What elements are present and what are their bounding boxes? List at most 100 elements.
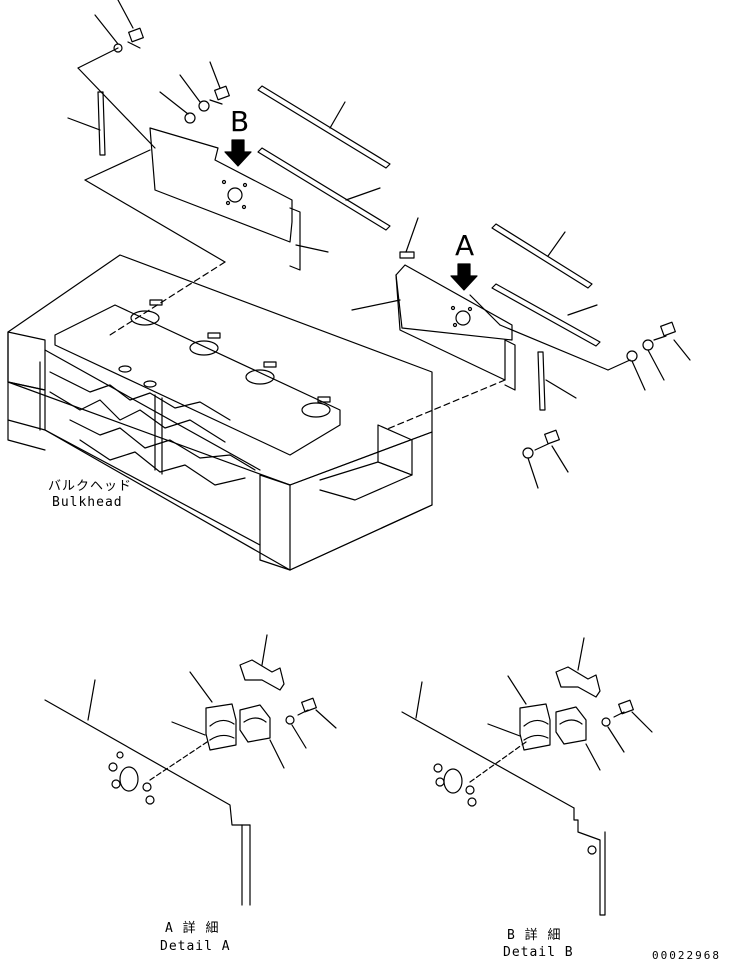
leader-line — [179, 74, 201, 103]
cover-plate-a-port — [455, 310, 471, 326]
washer — [626, 350, 638, 362]
bulkhead-top-plate — [54, 304, 341, 456]
detail-a-port — [119, 766, 139, 792]
bolt-head — [128, 27, 144, 43]
cover-plate-b-flange — [289, 207, 301, 271]
plate-hole — [130, 310, 160, 326]
cover-plate-a-flange — [504, 339, 516, 391]
plate-tab — [207, 332, 221, 339]
bolt-shank — [127, 41, 141, 49]
leader-line — [269, 739, 285, 769]
leader-line — [291, 724, 307, 749]
detail-b-port — [443, 768, 463, 794]
assembly-guide-line — [149, 739, 211, 781]
detail-a-clamp-block — [205, 703, 237, 751]
leader-line — [567, 304, 598, 316]
detail-b-caption-ja: B 詳 細 — [507, 928, 562, 943]
leader-line — [551, 445, 569, 473]
callout-a-label: A — [455, 229, 475, 262]
leader-line — [117, 0, 134, 29]
detail-b-plate-edge — [573, 807, 606, 916]
bolt-shank — [297, 709, 309, 716]
leader-line — [315, 709, 337, 729]
detail-b-clamp-groove — [523, 734, 549, 741]
bulkhead-opening-bottom — [44, 429, 261, 546]
assembly-guide-line — [384, 379, 506, 431]
washer — [601, 717, 611, 727]
spacer-bar — [97, 91, 106, 156]
cover-plate-b-bolt-hole — [225, 200, 231, 206]
detail-b-clamp-groove — [523, 719, 549, 727]
plate-hole-small — [118, 365, 132, 373]
arrow-b-icon — [224, 139, 252, 167]
detail-a-nut — [142, 782, 152, 792]
spacer-block — [399, 251, 415, 259]
detail-a-caption-en: Detail A — [160, 939, 231, 954]
detail-a-bracket — [239, 659, 285, 691]
detail-a-caption-ja: A 詳 細 — [165, 921, 220, 936]
leader-line — [77, 67, 156, 149]
internal-baffle — [49, 371, 231, 421]
bulkhead-right-end — [289, 431, 433, 571]
washer — [522, 447, 534, 459]
cover-plate-b-port — [227, 187, 243, 203]
detail-a-clamp-groove — [209, 734, 235, 741]
detail-b-nut — [467, 797, 477, 807]
detail-b-nut — [433, 763, 443, 773]
washer — [285, 715, 295, 725]
leader-line — [673, 339, 691, 361]
seal-strip — [491, 283, 601, 347]
seal-strip — [491, 223, 593, 289]
plate-hole-small — [143, 380, 157, 388]
bulkhead-opening-top — [44, 349, 261, 471]
cover-plate-b-bolt-hole — [242, 182, 248, 188]
leader-line — [545, 379, 577, 399]
cover-plate-a-edge — [395, 274, 506, 381]
leader-line — [405, 217, 419, 253]
leader-line — [329, 101, 346, 129]
cover-plate-b-bolt-hole — [221, 179, 227, 185]
assembly-guide-line — [109, 261, 226, 336]
bolt-shank — [209, 99, 223, 105]
detail-a-nut — [145, 795, 155, 805]
cover-plate-b — [84, 127, 301, 271]
spacer-bar — [537, 351, 546, 411]
leader-line — [469, 294, 501, 326]
leader-line — [547, 231, 566, 257]
detail-b-clamp-half — [555, 706, 587, 745]
detail-b-view — [401, 637, 653, 916]
bulkhead-left-foot — [7, 419, 46, 451]
washer — [198, 100, 210, 112]
detail-a-plate-edge — [44, 699, 243, 906]
leader-line — [585, 743, 601, 771]
leader-line — [507, 675, 527, 705]
leader-line — [94, 14, 119, 45]
leader-line — [607, 359, 631, 371]
detail-a-view — [44, 634, 337, 906]
leader-line — [77, 47, 119, 69]
detail-a-hole — [116, 751, 124, 759]
arrow-a-icon — [450, 263, 478, 291]
leader-line — [345, 187, 381, 201]
leader-line — [84, 179, 226, 263]
cover-plate-a-bolt-hole — [467, 306, 473, 312]
leader-line — [67, 117, 101, 131]
leader-line — [87, 679, 96, 721]
leader-line — [647, 349, 665, 381]
detail-a-nut — [111, 779, 121, 789]
bolt-shank — [534, 443, 549, 451]
leader-line — [607, 726, 625, 753]
bulkhead-right-end-edge — [259, 474, 291, 486]
plate-hole — [301, 402, 331, 418]
washer — [184, 112, 196, 124]
detail-b-hole — [587, 845, 597, 855]
detail-b-caption-en: Detail B — [503, 945, 574, 960]
leader-line — [487, 723, 521, 737]
bolt-head — [618, 699, 634, 715]
cover-plate-b-body — [149, 127, 293, 243]
leader-line — [295, 244, 329, 253]
detail-b-clamp-block — [519, 703, 551, 751]
leader-line — [159, 91, 189, 115]
